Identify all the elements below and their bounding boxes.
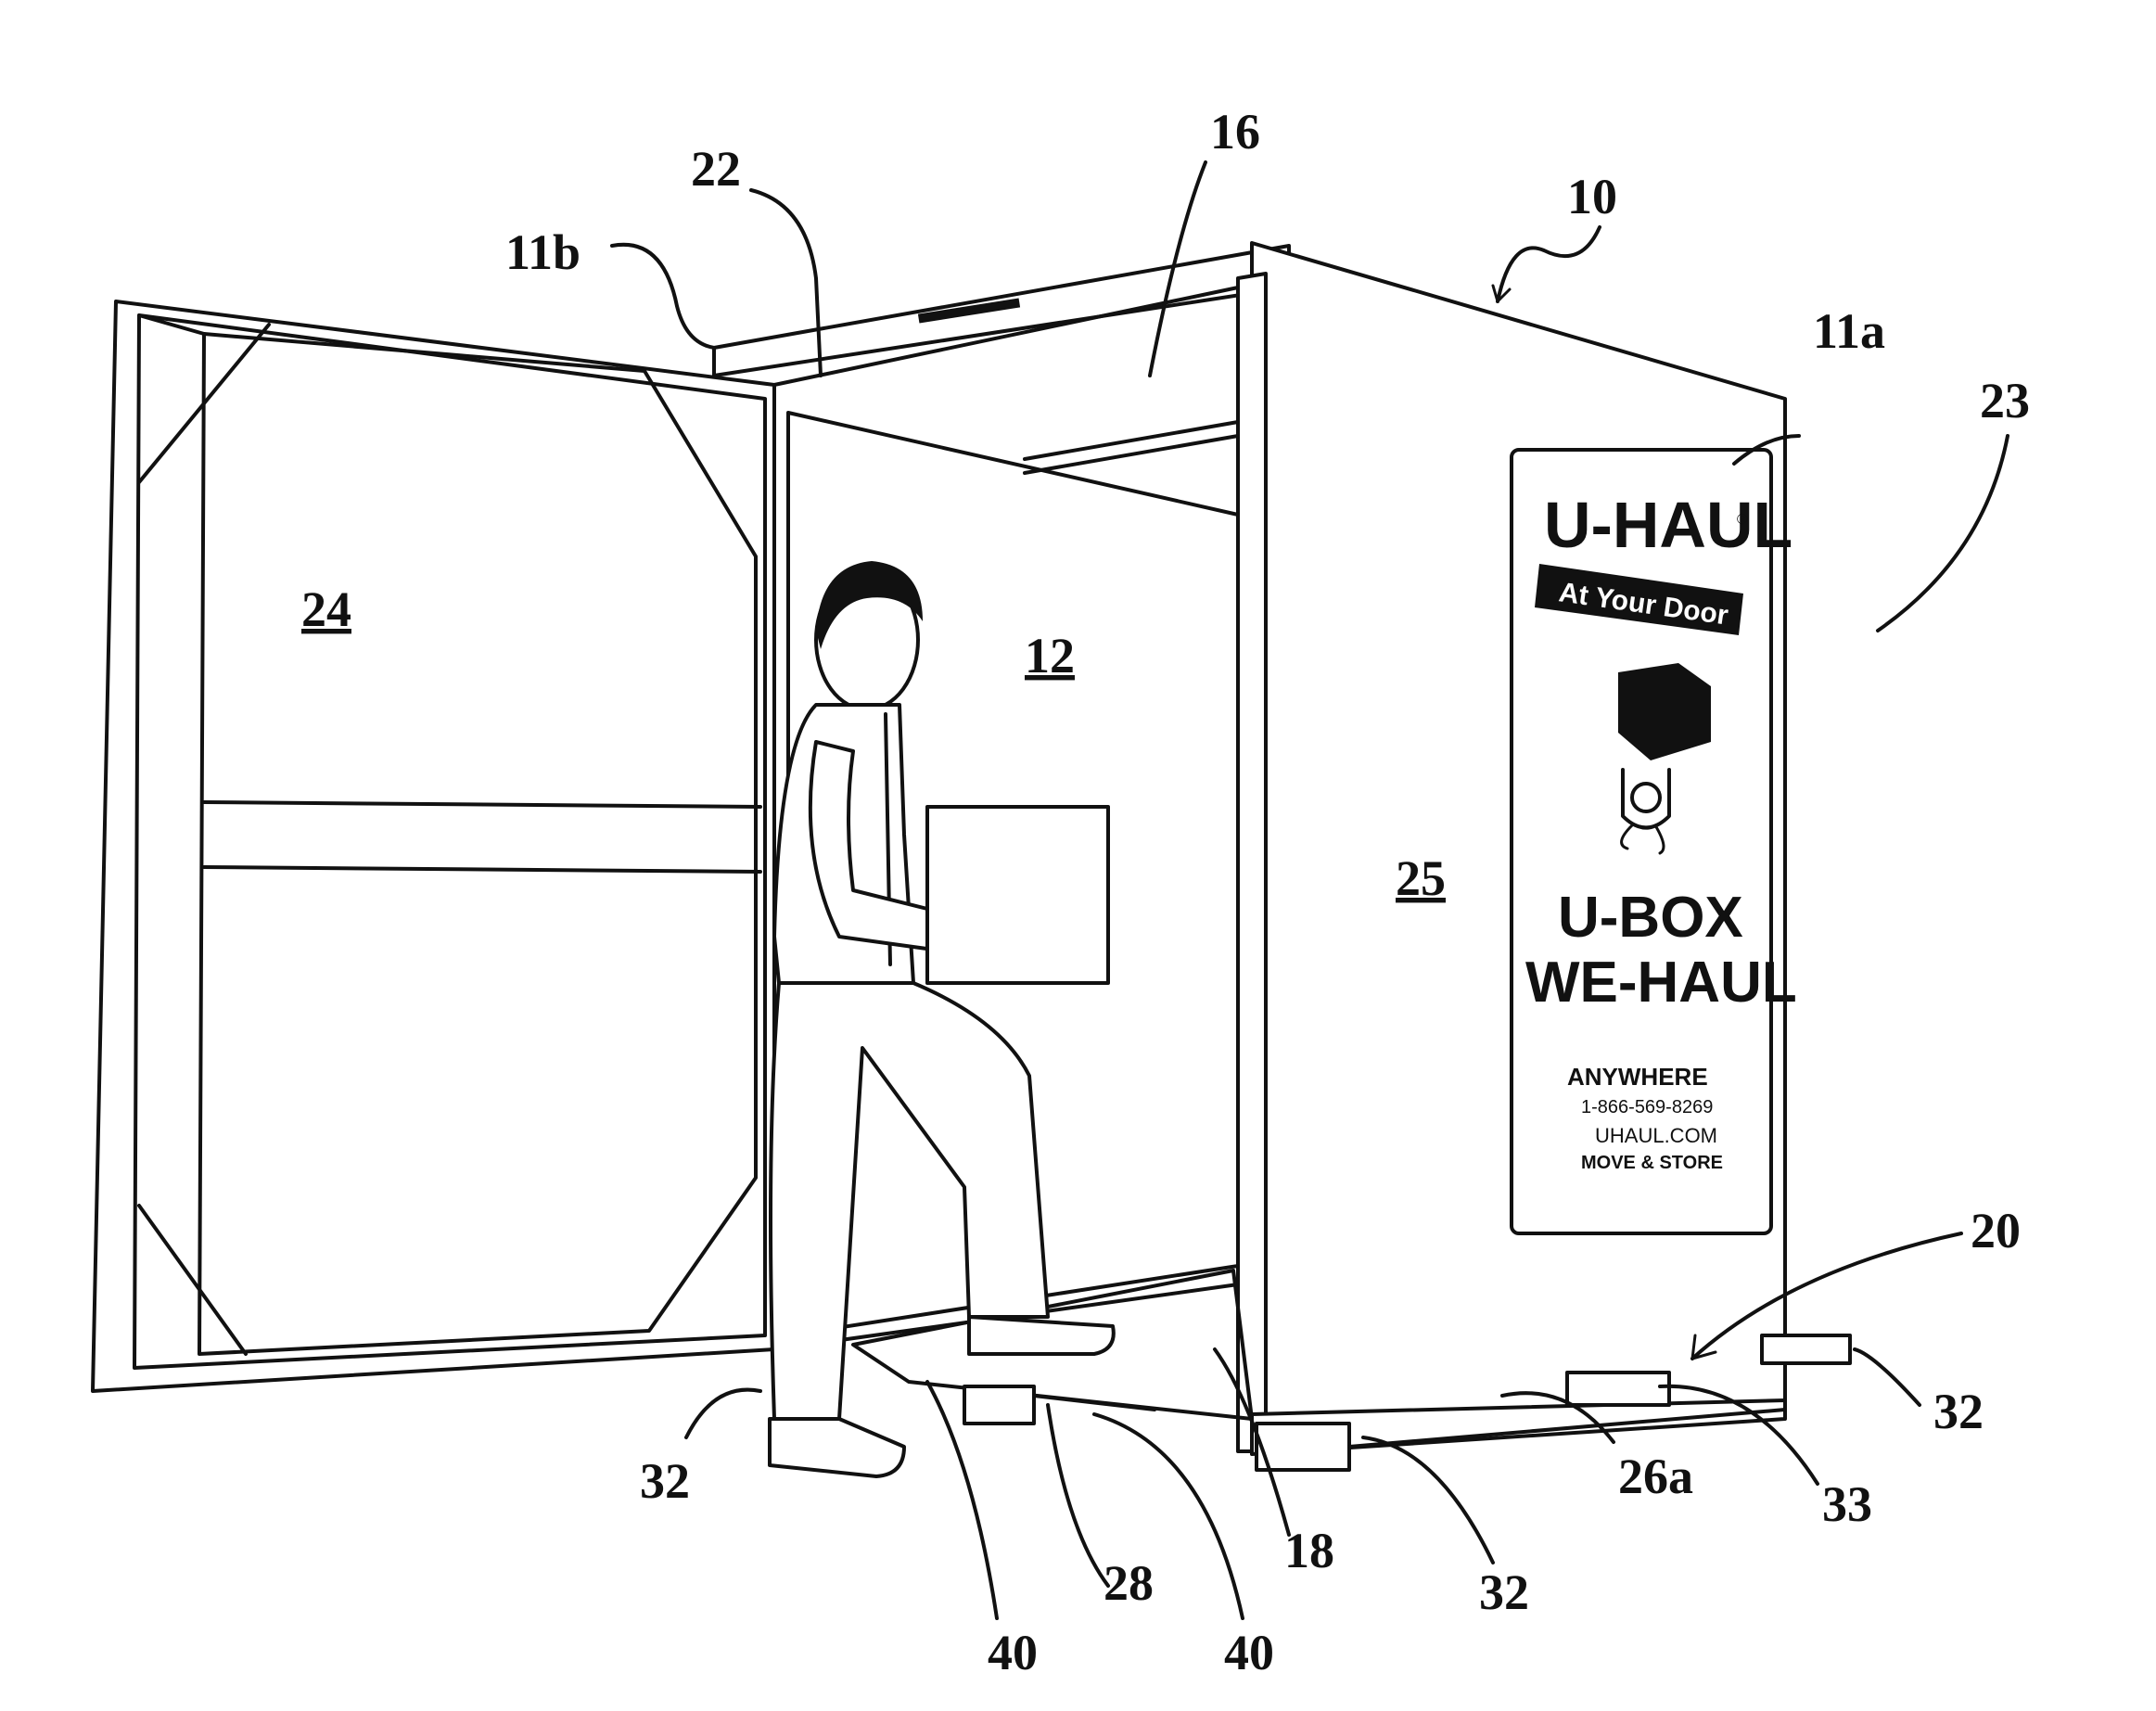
ref-16: 16 [1210, 104, 1260, 160]
sign-brand: U-HAUL [1544, 489, 1792, 561]
skid-32-right [1762, 1335, 1850, 1363]
roof-edge [714, 246, 1289, 376]
skid-28 [964, 1386, 1034, 1424]
ref-25: 25 [1396, 850, 1446, 906]
person-front-shoe [969, 1317, 1114, 1354]
ref-11b: 11b [505, 224, 580, 280]
leader-11b [612, 245, 714, 348]
ref-10: 10 [1567, 169, 1617, 224]
leader-23 [1878, 436, 2008, 631]
ref-24: 24 [301, 581, 351, 637]
ref-12: 12 [1025, 628, 1075, 683]
ref-40-right: 40 [1224, 1625, 1274, 1680]
ref-23: 23 [1980, 373, 2030, 428]
leader-32-right [1855, 1349, 1920, 1405]
leader-10 [1498, 227, 1600, 301]
leader-28 [1048, 1405, 1108, 1586]
skid-33 [1567, 1373, 1669, 1405]
sign-product-line1: U-BOX [1558, 886, 1743, 950]
person-figure [770, 561, 1114, 1476]
leader-32-bottom [1363, 1437, 1493, 1563]
ref-22: 22 [691, 141, 741, 197]
door-panel [93, 301, 774, 1391]
fork-channel-40 [1034, 1396, 1155, 1410]
sign-phone: 1-866-569-8269 [1581, 1097, 1713, 1117]
leader-32-left [686, 1390, 760, 1437]
front-foot [1257, 1424, 1349, 1470]
sign-slogan: MOVE & STORE [1581, 1153, 1723, 1173]
sign-registered-mark: ® [1737, 512, 1748, 528]
ref-32-left: 32 [640, 1453, 690, 1509]
sign-website: UHAUL.COM [1595, 1124, 1717, 1147]
ref-20: 20 [1971, 1203, 2021, 1258]
ref-11a: 11a [1813, 303, 1885, 359]
sign-product-line2: WE-HAUL [1525, 951, 1797, 1015]
ref-33: 33 [1822, 1476, 1872, 1532]
person-back-shoe [770, 1419, 904, 1476]
ref-32-right: 32 [1933, 1384, 1984, 1439]
door-24 [93, 301, 774, 1391]
corner-post [1238, 274, 1266, 1451]
sign-headline: ANYWHERE [1567, 1063, 1708, 1091]
ref-26a: 26a [1618, 1449, 1693, 1504]
uhaul-sign: U-HAUL ® At Your Door U-BOX WE-HAUL ANYW… [1512, 450, 1797, 1233]
ref-32-bottom: 32 [1479, 1564, 1529, 1620]
carried-box [927, 807, 1108, 983]
ref-40-left: 40 [988, 1625, 1038, 1680]
ref-28: 28 [1104, 1555, 1154, 1611]
ref-18: 18 [1284, 1523, 1334, 1578]
